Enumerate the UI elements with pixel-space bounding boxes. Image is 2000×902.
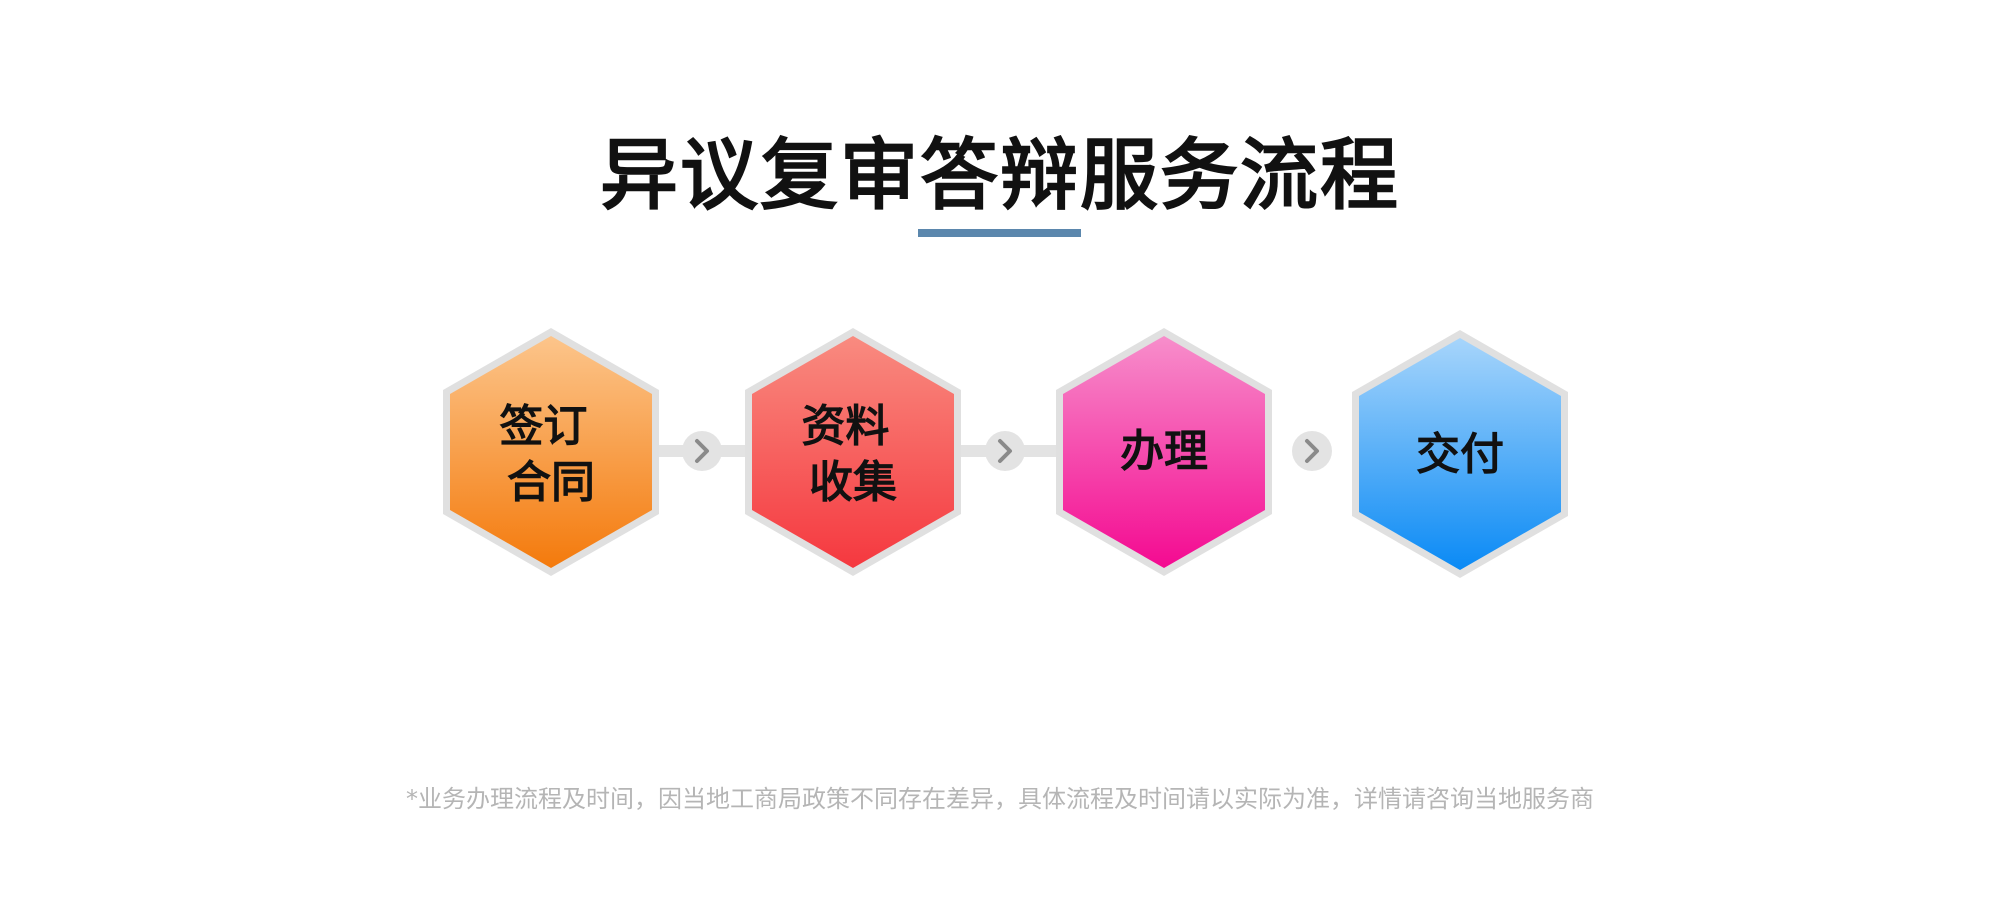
step-connector-2 [985, 431, 1025, 471]
svg-text:办理: 办理 [1120, 426, 1208, 477]
svg-text:交付: 交付 [1416, 429, 1504, 480]
step-label-line: 办理 [1120, 426, 1208, 477]
footnote: *业务办理流程及时间，因当地工商局政策不同存在差异，具体流程及时间请以实际为准，… [406, 785, 1594, 813]
svg-text:资料 收集: 资料 收集 [801, 401, 904, 508]
step-connector-3 [1292, 431, 1332, 471]
step-process: 办理 [1056, 328, 1272, 576]
svg-text:签订 合同: 签订 合同 [499, 401, 602, 508]
step-collect-materials: 资料 收集 [745, 328, 961, 576]
page-title: 异议复审答辩服务流程 [599, 131, 1400, 221]
chevron-right-icon [695, 439, 709, 463]
step-label-line: 收集 [809, 457, 897, 508]
step-label-line: 签订 [499, 401, 587, 452]
chevron-right-icon [1305, 439, 1319, 463]
step-label-line: 资料 [801, 401, 889, 452]
title-underline [918, 229, 1081, 237]
step-label-line: 合同 [507, 457, 595, 508]
step-connector-1 [682, 431, 722, 471]
chevron-right-icon [998, 439, 1012, 463]
step-label-line: 交付 [1416, 429, 1504, 480]
step-sign-contract: 签订 合同 [443, 328, 659, 576]
step-deliver: 交付 [1352, 330, 1568, 578]
